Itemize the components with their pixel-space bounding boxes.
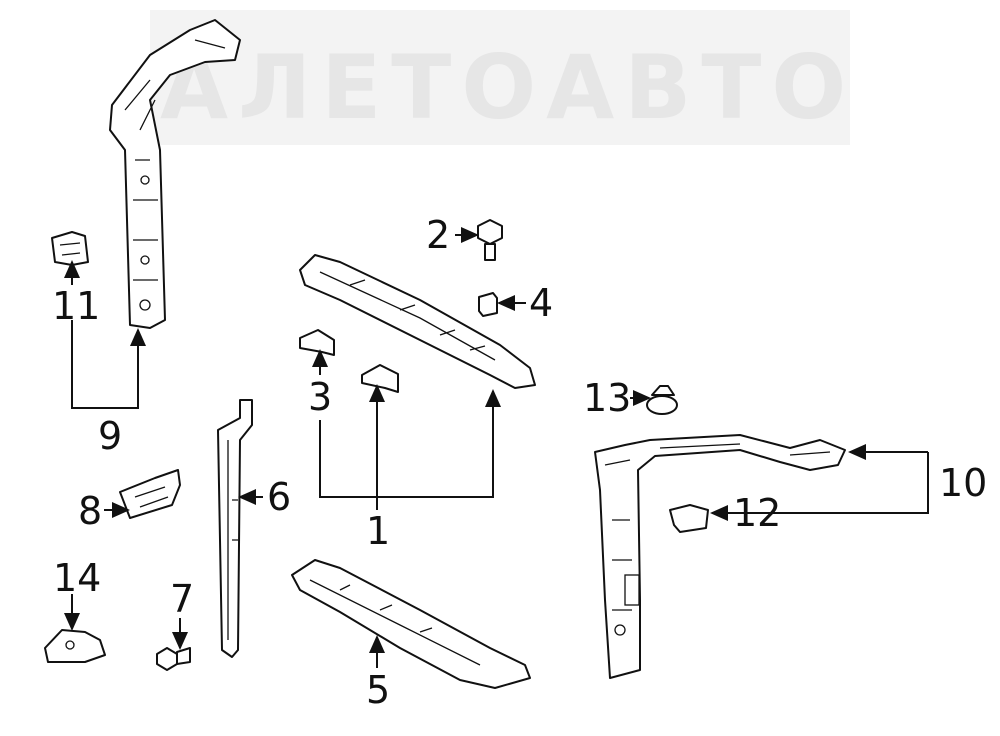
part-7-bolt <box>156 647 191 671</box>
part-3-clip-a <box>299 329 335 356</box>
part-2-bolt <box>477 219 503 261</box>
callout-8: 8 <box>78 489 102 533</box>
part-9-left-upright <box>109 19 241 329</box>
part-13-grommet <box>646 385 678 415</box>
watermark: АЛЕТОАВТО <box>150 10 856 145</box>
callout-13: 13 <box>583 376 631 420</box>
part-4-clip <box>478 292 498 317</box>
part-8-bracket <box>119 469 181 519</box>
callout-5: 5 <box>366 668 390 712</box>
callout-9: 9 <box>98 414 122 458</box>
callout-1: 1 <box>366 509 390 553</box>
callout-10: 10 <box>939 461 987 505</box>
callout-11: 11 <box>52 284 100 328</box>
callout-6: 6 <box>267 475 291 519</box>
part-6-seal <box>217 399 253 658</box>
part-5-lower-crossmember <box>291 559 531 689</box>
callout-labels: 2 4 3 1 11 9 8 6 14 7 5 13 10 12 <box>52 213 987 712</box>
part-1-upper-crossmember <box>299 254 536 389</box>
part-10-right-upright <box>594 434 846 679</box>
part-3-clip-b <box>361 364 399 393</box>
part-12-bracket <box>669 504 709 533</box>
callout-3: 3 <box>308 375 332 419</box>
callout-14: 14 <box>53 556 101 600</box>
part-14-bracket <box>44 629 106 663</box>
callout-7: 7 <box>170 577 194 621</box>
part-11-bracket <box>51 231 89 266</box>
callout-4: 4 <box>529 281 553 325</box>
callout-2: 2 <box>426 213 450 257</box>
callout-12: 12 <box>733 491 781 535</box>
watermark-text: АЛЕТОАВТО <box>160 36 856 139</box>
leader-lines <box>64 227 929 668</box>
